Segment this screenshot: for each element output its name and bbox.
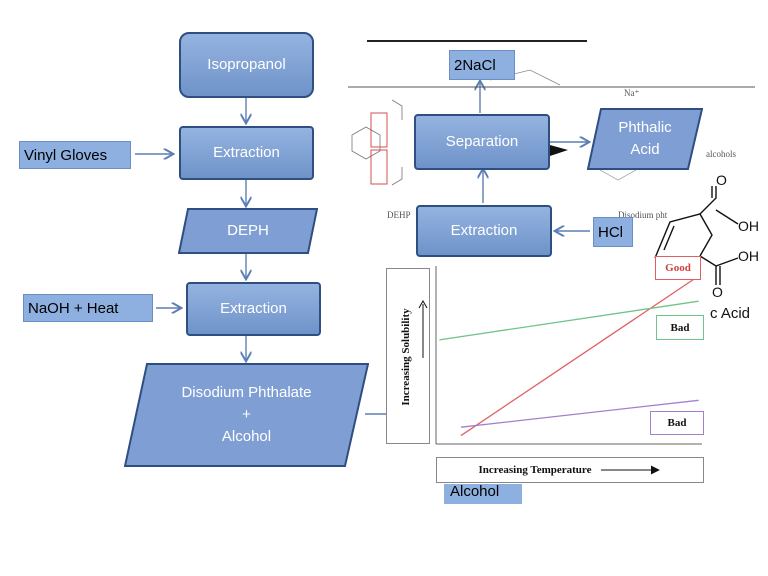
disodium-node: Disodium Phthalate + Alcohol — [124, 363, 369, 467]
vinyl-gloves-input: Vinyl Gloves — [19, 141, 131, 169]
deph-label: DEPH — [227, 222, 269, 239]
series-line-0 — [460, 275, 699, 437]
phthalic-line-1: Phthalic — [618, 119, 672, 136]
series-line-1 — [439, 300, 699, 341]
extraction-label-1: Extraction — [213, 144, 280, 161]
series-tag-bad-green: Bad — [656, 315, 704, 340]
acid-partial-label: c Acid — [710, 305, 751, 322]
nacl-output: 2NaCl — [449, 50, 515, 80]
disodium-node-shape — [124, 363, 369, 467]
oxygen-bottom-label: O — [712, 284, 723, 300]
naoh-heat-input: NaOH + Heat — [23, 294, 153, 322]
extraction-node-2: Extraction — [186, 282, 321, 336]
series-tag-bad-purple: Bad — [650, 411, 704, 435]
series-line-2 — [460, 399, 699, 428]
separation-label: Separation — [445, 133, 519, 150]
disodium-line-2: + — [242, 406, 251, 423]
phthalic-acid-node-shape — [587, 108, 703, 170]
series-tag-good: Good — [655, 256, 701, 280]
alcohol-output: Alcohol — [444, 484, 522, 504]
oxygen-top-label: O — [716, 172, 727, 188]
hydroxyl-bottom-label: OH — [738, 248, 759, 264]
na-plus-label: Na⁺ — [624, 88, 640, 98]
extraction-label-3: Extraction — [450, 222, 518, 239]
phthalic-line-2: Acid — [630, 141, 660, 158]
hydroxyl-top-label: OH — [738, 218, 759, 234]
alcohols-label: alcohols — [706, 149, 736, 159]
extraction-label-2: Extraction — [220, 300, 287, 317]
xlabel-box: Increasing Temperature — [436, 457, 704, 483]
solubility-plot — [435, 266, 702, 445]
isopropanol-label: Isopropanol — [207, 56, 286, 73]
extraction-node-3: Extraction — [416, 205, 552, 257]
y-axis-arrow — [418, 300, 428, 358]
disodium-line-1: Disodium Phthalate — [181, 384, 312, 401]
dehp-label: DEHP — [387, 210, 411, 220]
phthalic-acid-node: Phthalic Acid — [587, 108, 703, 170]
x-axis-arrow — [601, 465, 661, 475]
solubility-chart — [386, 266, 706, 488]
y-axis-label: Increasing Solubility — [400, 308, 412, 406]
separation-node: Separation — [414, 114, 550, 170]
disodium-abbrev-label: Disodium pht — [618, 210, 668, 220]
isopropanol-node: Isopropanol — [179, 32, 314, 98]
deph-node-shape — [178, 208, 318, 254]
disodium-line-3: Alcohol — [221, 428, 272, 445]
x-axis-label: Increasing Temperature — [478, 464, 592, 476]
extraction-node-1: Extraction — [179, 126, 314, 180]
hcl-input: HCl — [593, 217, 633, 247]
